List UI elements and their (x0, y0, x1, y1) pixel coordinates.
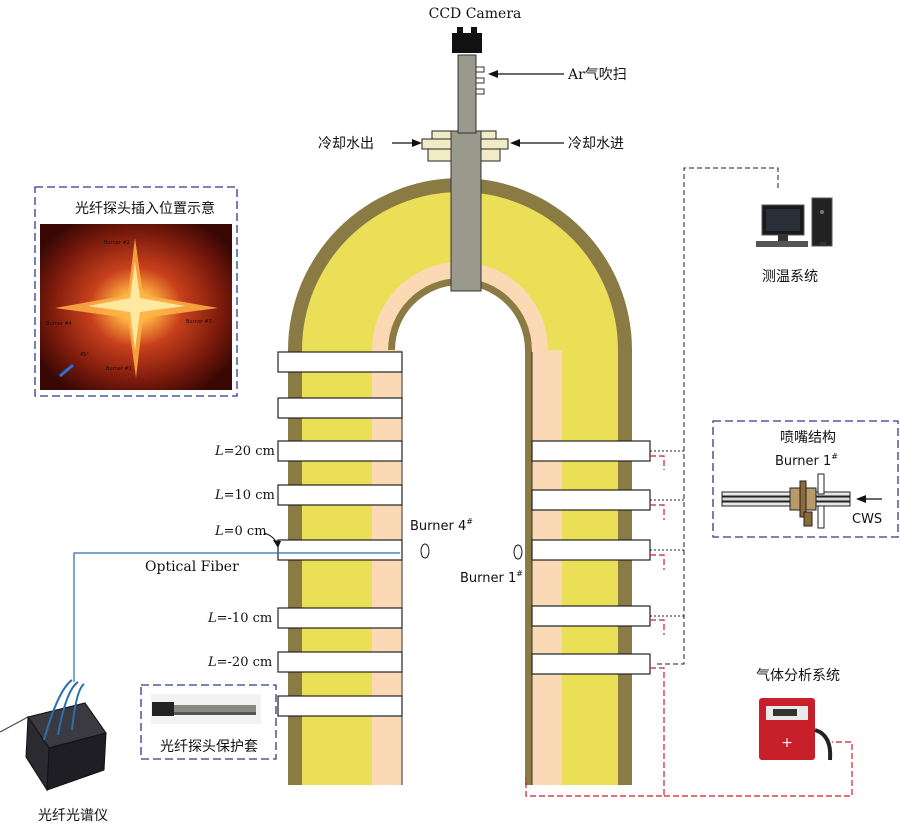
left-port-7 (277, 651, 403, 673)
level-label-minus10: L=-10 cm (207, 611, 272, 626)
nozzle-burner-label: Burner 1# (775, 452, 838, 469)
optical-fiber-line (73, 552, 400, 682)
computer-icon (756, 197, 833, 247)
left-port-1 (277, 351, 403, 373)
cws-arrowhead (856, 495, 866, 503)
ar-purge-label: Ar气吹扫 (567, 67, 627, 83)
cooling-in-label: 冷却水进 (568, 136, 624, 152)
nozzle-structure-frame (712, 420, 899, 538)
fiber-position-frame (34, 186, 238, 397)
burner4-label: Burner 4# (410, 517, 473, 534)
cooling-in-arrowhead (510, 139, 520, 147)
cooling-out-arrowhead (412, 139, 422, 147)
left-port-6 (277, 607, 403, 629)
thermocouple-dotted-lines (650, 450, 684, 617)
flame-image: Burner #2 Burner #3 Burner #4 Burner #1 … (40, 224, 232, 390)
camera-tube (450, 130, 482, 292)
right-lining (532, 350, 562, 785)
optical-fiber-label: Optical Fiber (145, 559, 239, 575)
left-port-2 (277, 397, 403, 419)
gas-sampling-lines (525, 455, 853, 797)
level-label-0: L=0 cm (214, 524, 267, 539)
probe-marker (59, 363, 74, 378)
flame-label-angle: 45° (80, 352, 89, 358)
ccd-camera-label: CCD Camera (429, 6, 522, 22)
nozzle-drawing (721, 473, 851, 529)
cws-label: CWS (852, 512, 882, 527)
temp-system-label: 测温系统 (762, 269, 818, 285)
right-port-4 (531, 605, 651, 627)
gas-analyzer-icon: + (759, 698, 833, 761)
level-label-10: L=10 cm (214, 488, 275, 503)
flame-label-burner1: Burner #1 (106, 366, 132, 372)
fiber-position-title: 光纤探头插入位置示意 (75, 200, 215, 217)
cooling-out-label: 冷却水出 (318, 136, 374, 152)
right-port-1 (531, 440, 651, 462)
gasifier-body (288, 178, 632, 785)
refractory-lining (372, 262, 548, 785)
burner1-marker (513, 544, 523, 560)
flame-label-burner3: Burner #3 (186, 319, 212, 325)
svg-text:+: + (781, 735, 793, 751)
level-label-20: L=20 cm (214, 444, 275, 459)
left-ports (277, 351, 403, 717)
flame-label-burner2: Burner #2 (104, 240, 130, 246)
left-port-8 (277, 695, 403, 717)
ccd-camera-icon (452, 27, 482, 53)
right-port-2 (531, 489, 651, 511)
level-labels: L=20 cm L=10 cm L=0 cm L=-10 cm L=-20 cm (207, 444, 275, 670)
left-port-4 (277, 484, 403, 506)
level0-pointer-head (273, 540, 281, 548)
left-port-5 (277, 539, 403, 561)
temp-signal-line (655, 167, 779, 665)
right-ports (531, 440, 651, 675)
spectrometer-icon (0, 679, 107, 792)
gas-analysis-label: 气体分析系统 (756, 668, 840, 684)
spectrometer-label: 光纤光谱仪 (38, 808, 108, 824)
ar-nozzles (475, 66, 485, 95)
probe-sleeve-label: 光纤探头保护套 (160, 739, 258, 755)
right-port-3 (531, 539, 651, 561)
level-label-minus20: L=-20 cm (207, 655, 272, 670)
burner4-marker (420, 543, 430, 559)
inner-arch (402, 292, 518, 785)
probe-sleeve-photo (151, 694, 261, 724)
ar-arrowhead (488, 70, 498, 78)
burner1-label: Burner 1# (460, 569, 523, 586)
right-port-5 (531, 653, 651, 675)
camera-upper-tube (457, 54, 477, 134)
probe-sleeve-frame (140, 684, 277, 760)
flame-label-burner4: Burner #4 (46, 321, 72, 327)
nozzle-structure-label: 喷嘴结构 (780, 430, 836, 446)
left-port-3 (277, 440, 403, 462)
